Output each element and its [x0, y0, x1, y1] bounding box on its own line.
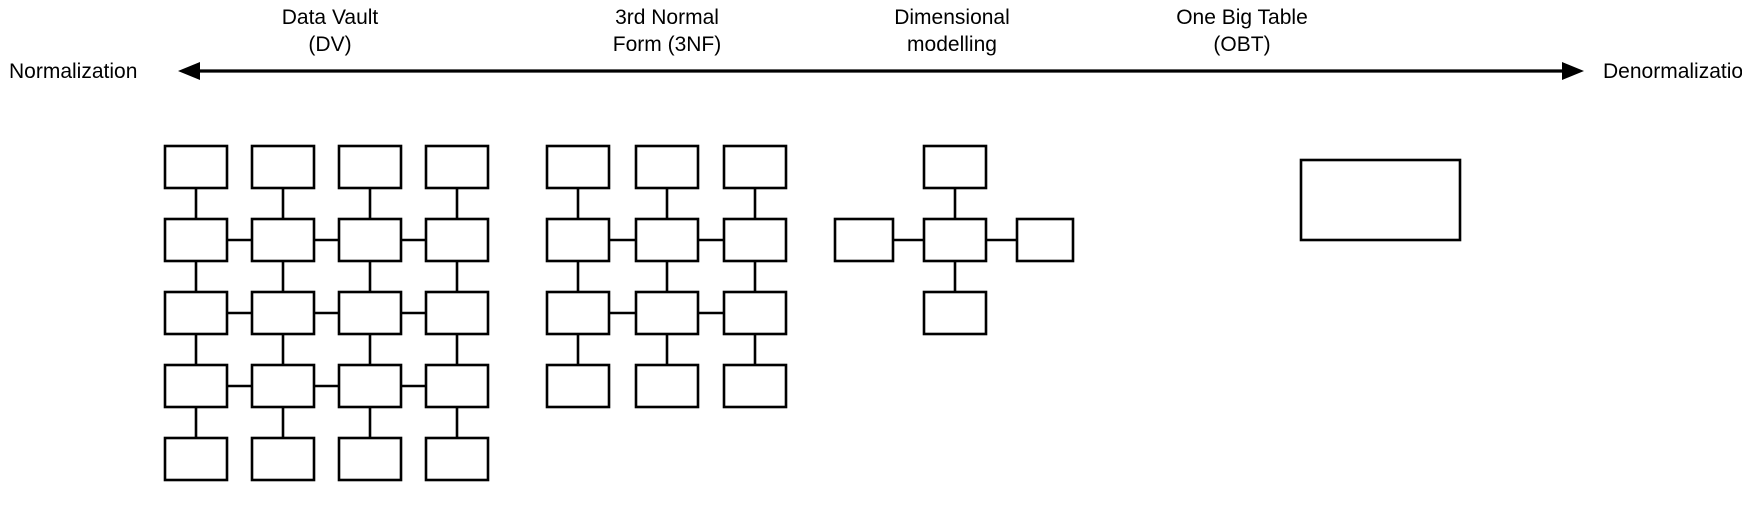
table-box	[250, 144, 316, 190]
table-box	[163, 217, 229, 263]
nf-vertical-edges	[576, 188, 757, 365]
table-box	[163, 363, 229, 409]
table-box	[424, 363, 490, 409]
fact-table-box	[922, 217, 988, 263]
table-box	[722, 217, 788, 263]
axis-label-denormalization: Denormalization	[1603, 60, 1742, 83]
schematic-third-normal-form	[545, 144, 788, 409]
table-box	[250, 363, 316, 409]
star-edges	[893, 188, 1017, 292]
dimension-table-box-left	[833, 217, 895, 263]
table-box	[337, 436, 403, 482]
stage-label-one-big-table: One Big Table (OBT)	[1176, 6, 1308, 57]
stage-label-dimensional-modelling: Dimensional modelling	[894, 6, 1010, 57]
dimension-table-box-top	[922, 144, 988, 190]
table-box	[424, 144, 490, 190]
dv-boxes	[163, 144, 490, 482]
dimension-table-box-bottom	[922, 290, 988, 336]
stage-label-third-normal-form: 3rd Normal Form (3NF)	[612, 6, 722, 57]
table-box	[545, 144, 611, 190]
table-box	[163, 290, 229, 336]
dimension-table-box-right	[1015, 217, 1075, 263]
table-box	[250, 290, 316, 336]
axis-label-normalization: Normalization	[9, 60, 138, 83]
star-boxes	[833, 144, 1075, 336]
nf-boxes	[545, 144, 788, 409]
table-box	[722, 363, 788, 409]
schematic-one-big-table	[1299, 158, 1462, 242]
table-box	[634, 144, 700, 190]
table-box	[250, 217, 316, 263]
one-big-table-box	[1299, 158, 1462, 242]
axis-arrowhead-left	[178, 62, 200, 80]
table-box	[424, 217, 490, 263]
table-box	[634, 290, 700, 336]
stage-label-data-vault: Data Vault (DV)	[281, 6, 379, 57]
table-box	[337, 144, 403, 190]
table-box	[163, 436, 229, 482]
nf-horizontal-edges	[609, 238, 724, 315]
table-box	[424, 290, 490, 336]
table-box	[722, 290, 788, 336]
table-box	[163, 144, 229, 190]
table-box	[337, 363, 403, 409]
table-box	[545, 363, 611, 409]
table-box	[250, 436, 316, 482]
table-box	[337, 290, 403, 336]
schematic-data-vault	[163, 144, 490, 482]
table-box	[545, 217, 611, 263]
table-box	[545, 290, 611, 336]
dv-vertical-edges	[194, 188, 459, 438]
table-box	[337, 217, 403, 263]
axis-arrowhead-right	[1562, 62, 1584, 80]
table-box	[424, 436, 490, 482]
table-box	[634, 363, 700, 409]
schematic-dimensional-modelling	[833, 144, 1075, 336]
table-box	[722, 144, 788, 190]
table-box	[634, 217, 700, 263]
dv-horizontal-edges	[227, 238, 426, 388]
